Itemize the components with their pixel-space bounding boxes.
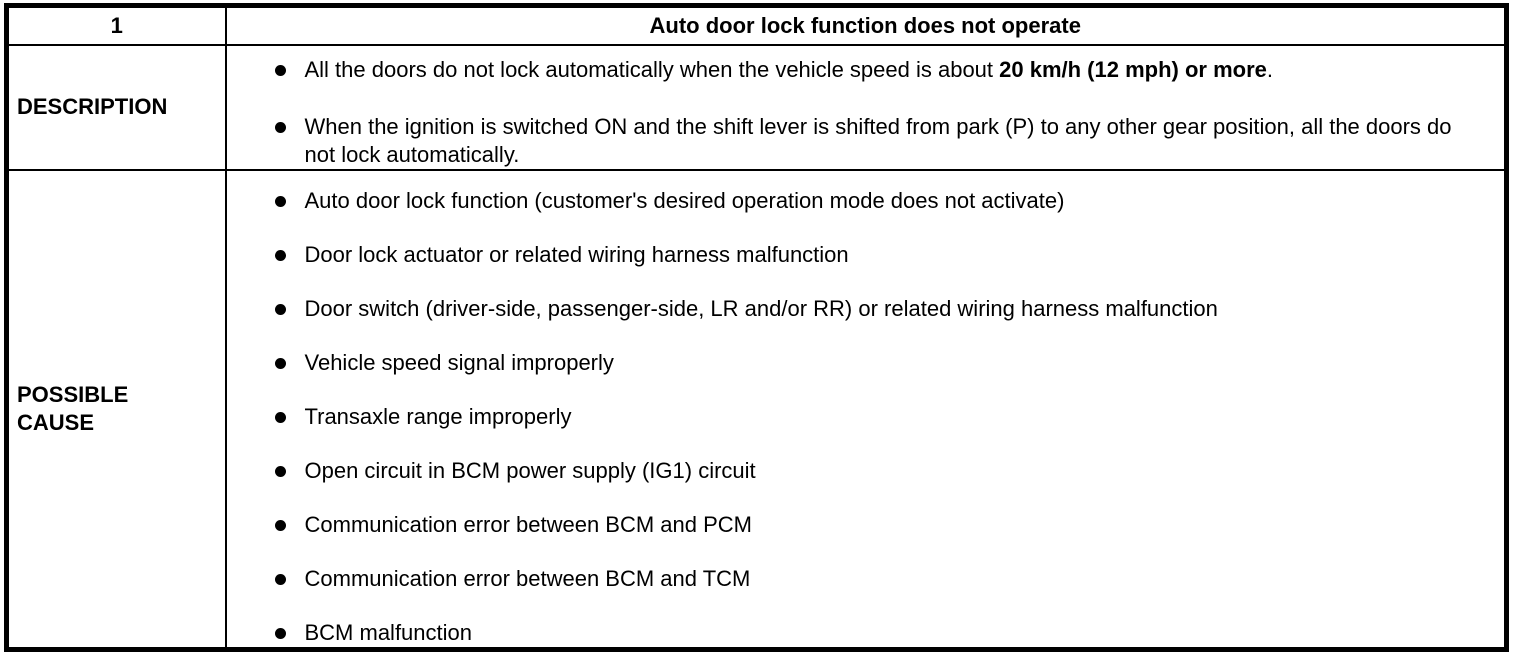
symptom-number: 1 [110,12,123,38]
list-item-text: When the ignition is switched ON and the… [305,113,1475,169]
bullet-icon [274,64,286,76]
bullet-icon [274,357,286,369]
description-label: DESCRIPTION [17,94,168,119]
list-item: BCM malfunction [274,619,1475,647]
bullet-icon [274,121,286,133]
bullet-icon [274,465,286,477]
bullet-icon [274,303,286,315]
list-item: Vehicle speed signal improperly [274,349,1475,377]
list-item-text: Communication error between BCM and PCM [304,511,753,537]
description-row: DESCRIPTION All the doors do not lock au… [5,43,1508,171]
list-item-text: Auto door lock function (customer's desi… [304,187,1065,213]
list-item-text: Communication error between BCM and TCM [304,565,751,591]
symptom-title-cell: Auto door lock function does not operate [224,4,1508,46]
symptom-number-cell: 1 [5,4,227,46]
list-item: When the ignition is switched ON and the… [274,113,1475,169]
text-segment: . [1266,56,1274,82]
list-item-text: Door lock actuator or related wiring har… [304,241,849,267]
list-item-text: Transaxle range improperly [304,403,572,429]
list-item-text: BCM malfunction [304,619,473,645]
list-item-text: All the doors do not lock automatically … [305,56,1475,84]
possible-cause-content-cell: Auto door lock function (customer's desi… [224,168,1508,650]
description-label-cell: DESCRIPTION [5,43,227,171]
bullet-icon [274,573,286,585]
bullet-icon [274,411,286,423]
text-segment: All the doors do not lock automatically … [304,56,1000,82]
bullet-icon [274,249,286,261]
troubleshooting-table: 1 Auto door lock function does not opera… [4,3,1509,652]
list-item-text: Door switch (driver-side, passenger-side… [304,295,1218,321]
list-item: Open circuit in BCM power supply (IG1) c… [274,457,1475,485]
list-item: Door lock actuator or related wiring har… [274,241,1475,269]
description-bullet-list: All the doors do not lock automatically … [274,46,1475,169]
list-item: Door switch (driver-side, passenger-side… [274,295,1475,323]
bullet-icon [274,519,286,531]
list-item: Transaxle range improperly [274,403,1475,431]
description-content-cell: All the doors do not lock automatically … [224,43,1508,171]
possible-cause-bullet-list: Auto door lock function (customer's desi… [274,171,1475,647]
list-item-text: Open circuit in BCM power supply (IG1) c… [304,457,756,483]
list-item: Communication error between BCM and TCM [274,565,1475,593]
possible-cause-row: POSSIBLE CAUSE Auto door lock function (… [5,168,1508,650]
list-item-text: Vehicle speed signal improperly [304,349,614,375]
bullet-icon [274,627,286,639]
symptom-title: Auto door lock function does not operate [649,12,1081,38]
list-item: Communication error between BCM and PCM [274,511,1475,539]
possible-cause-label: POSSIBLE CAUSE [17,381,129,435]
table-header-row: 1 Auto door lock function does not opera… [5,4,1508,46]
text-segment: When the ignition is switched ON and the… [304,113,1452,167]
list-item: Auto door lock function (customer's desi… [274,187,1475,215]
bullet-icon [274,195,286,207]
list-item: All the doors do not lock automatically … [274,56,1475,84]
text-segment-bold: 20 km/h (12 mph) or more [999,56,1267,82]
possible-cause-label-cell: POSSIBLE CAUSE [5,168,227,650]
